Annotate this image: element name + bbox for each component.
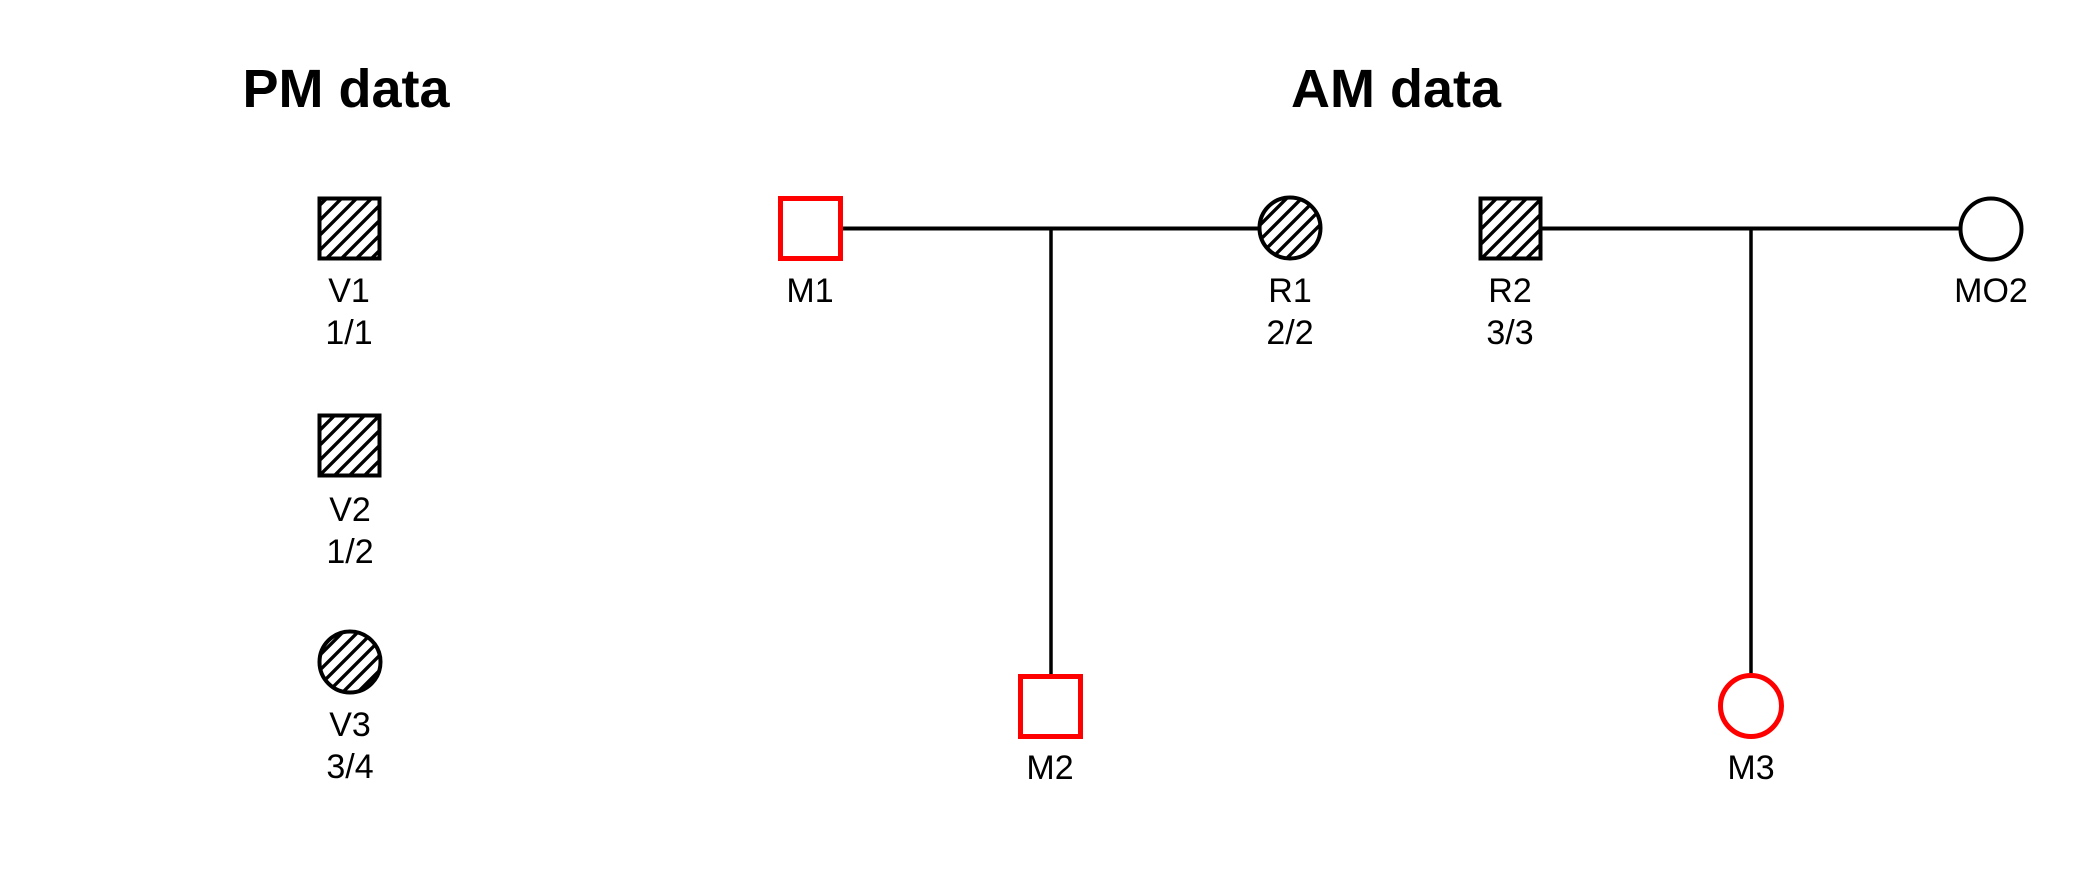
r2-symbol-hatched-square-icon xyxy=(1478,196,1543,261)
m1-label-block: M1 xyxy=(710,270,910,312)
r1-label-block: R1 2/2 xyxy=(1190,270,1390,354)
sample-genotype: 1/2 xyxy=(326,533,374,571)
mo2-label-block: MO2 xyxy=(1891,270,2091,312)
sample-genotype: 2/2 xyxy=(1266,314,1314,352)
m3-symbol-red-circle-icon xyxy=(1718,673,1784,739)
v2-symbol-hatched-square-icon xyxy=(317,413,382,478)
sample-name: M1 xyxy=(786,272,834,310)
v1-label-block: V1 1/1 xyxy=(249,270,449,354)
sample-name: V1 xyxy=(328,272,370,310)
sample-name: R1 xyxy=(1268,272,1312,310)
r2-label-block: R2 3/3 xyxy=(1410,270,1610,354)
sample-name: V3 xyxy=(329,706,371,744)
m2-label-block: M2 xyxy=(950,747,1150,789)
sample-name: M3 xyxy=(1727,749,1775,787)
v2-label-block: V2 1/2 xyxy=(250,489,450,573)
r1-symbol-hatched-circle-icon xyxy=(1257,195,1323,261)
am-section-title: AM data xyxy=(1290,59,1501,119)
m2-symbol-red-square-icon xyxy=(1018,674,1083,739)
sample-name: M2 xyxy=(1026,749,1074,787)
sample-name: MO2 xyxy=(1954,272,2028,310)
v3-symbol-hatched-circle-icon xyxy=(317,629,383,695)
pm-section-title: PM data xyxy=(242,59,450,119)
sample-genotype: 3/3 xyxy=(1486,314,1534,352)
sample-name: V2 xyxy=(329,491,371,529)
v1-symbol-hatched-square-icon xyxy=(317,196,382,261)
sample-genotype: 3/4 xyxy=(326,748,374,786)
v3-label-block: V3 3/4 xyxy=(250,704,450,788)
sample-genotype: 1/1 xyxy=(325,314,373,352)
mo2-symbol-open-circle-icon xyxy=(1958,196,2024,262)
sample-name: R2 xyxy=(1488,272,1532,310)
m1-symbol-red-square-icon xyxy=(778,196,843,261)
m3-label-block: M3 xyxy=(1651,747,1851,789)
